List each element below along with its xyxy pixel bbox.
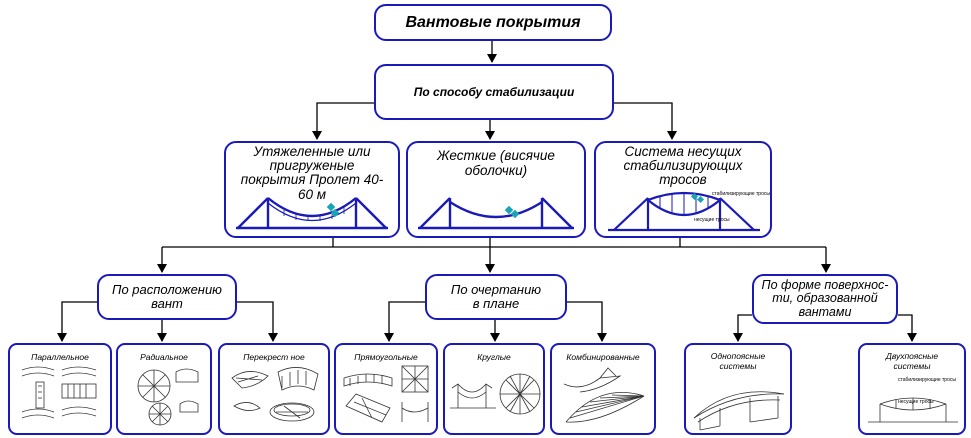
round-plan-icon: [450, 373, 541, 415]
group-arrangement-title: По расположению вант: [112, 281, 222, 311]
type-rigid-label: Жесткие (висячие оболочки): [437, 148, 555, 178]
leaf-combined-label: Комбинированные: [566, 352, 640, 362]
leaf-crossed-label: Перекрест ное: [243, 352, 305, 362]
leaf-double-layer: Двухпоясные системы: [858, 343, 966, 435]
group-surface-form-title: По форме поверхнос- ти, образованной ван…: [761, 277, 889, 319]
weighted-bridge-icon: [236, 197, 388, 230]
leaf-double-layer-label: Двухпоясные системы: [885, 351, 939, 371]
leaf-rectangular: Прямоугольные: [334, 343, 438, 435]
combined-plan-icon: [563, 367, 645, 423]
crossed-layout-icon: [231, 367, 319, 422]
leaf-parallel-label: Параллельное: [31, 352, 89, 362]
type-weighted-label: Утяжеленные или пригруженые покрытия Про…: [240, 144, 384, 202]
leaf-round: Круглые: [443, 343, 545, 435]
double-layer-system-icon: [868, 397, 958, 423]
root-node: Вантовые покрытия: [374, 4, 612, 41]
group-arrangement-node: По расположению вант: [97, 274, 237, 320]
leaf-round-label: Круглые: [477, 352, 511, 362]
leaf-parallel: Параллельное: [8, 343, 112, 435]
rectangular-plan-icon: [343, 365, 429, 423]
double-bearing-annotation: несущие тросы: [898, 399, 934, 405]
parallel-layout-icon: [21, 366, 97, 419]
bearing-cables-annotation: несущие тросы: [694, 217, 730, 223]
group-plan-shape-title: По очертанию в плане: [450, 281, 542, 311]
leaf-radial: Радиальное: [116, 343, 212, 435]
leaf-radial-label: Радиальное: [140, 352, 188, 362]
stabilization-node: По способу стабилизации: [374, 64, 614, 120]
type-cable-system-label: Система несущих стабилизирующих тросов: [623, 144, 743, 187]
group-surface-form-node: По форме поверхнос- ти, образованной ван…: [752, 274, 898, 324]
root-title: Вантовые покрытия: [405, 13, 581, 31]
leaf-rectangular-label: Прямоугольные: [354, 352, 418, 362]
rigid-shell-icon: [418, 197, 574, 230]
type-rigid-node: Жесткие (висячие оболочки): [406, 141, 586, 238]
single-layer-system-icon: [693, 391, 785, 431]
leaf-single-layer-label: Однопоясные системы: [710, 351, 766, 371]
stabilization-title: По способу стабилизации: [413, 85, 575, 99]
group-plan-shape-node: По очертанию в плане: [425, 274, 567, 320]
cable-system-icon: [608, 191, 760, 232]
double-stabilizing-annotation: стабилизирующие тросы: [898, 377, 956, 383]
stabilizing-cables-annotation: стабилизирующие тросы: [712, 191, 770, 197]
radial-layout-icon: [137, 368, 199, 426]
type-weighted-node: Утяжеленные или пригруженые покрытия Про…: [224, 141, 400, 238]
